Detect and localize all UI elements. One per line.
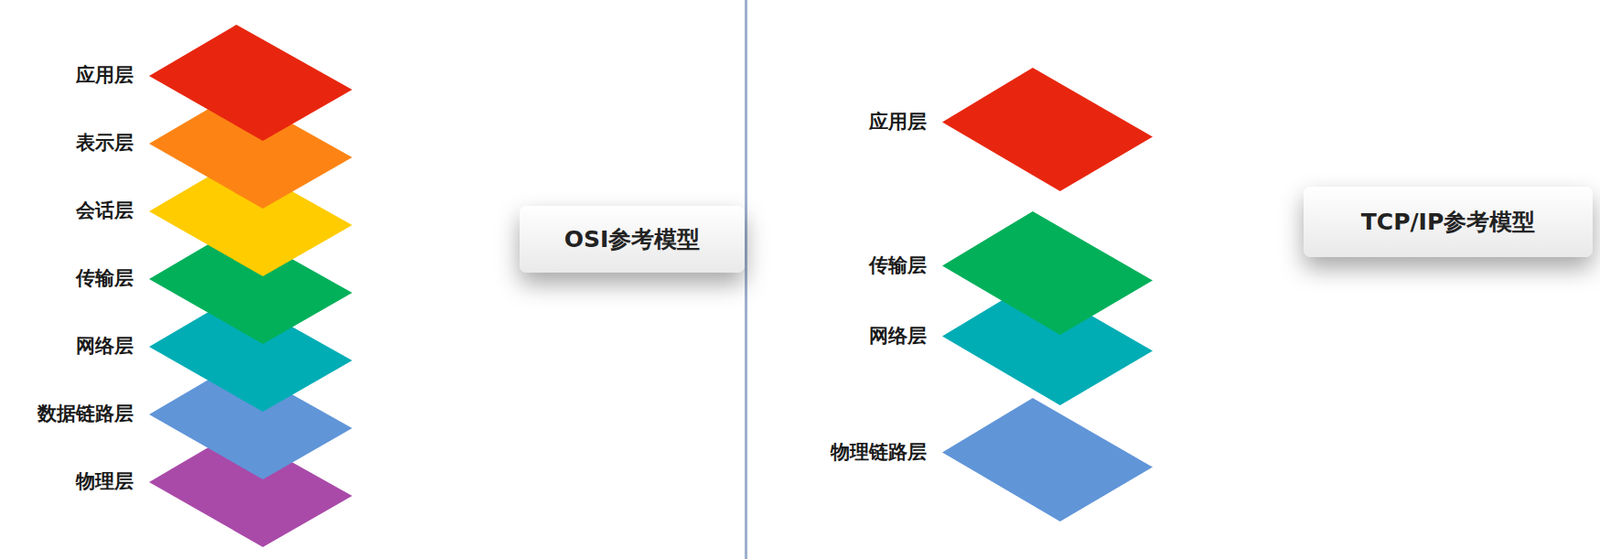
diamond-shape	[149, 295, 353, 412]
layer-label: 传输层	[869, 254, 927, 278]
layer-diamond	[149, 24, 353, 141]
badge-text: TCP/IP参考模型	[1361, 208, 1536, 237]
diamond-shape	[942, 397, 1153, 522]
diamond-shape	[149, 430, 353, 548]
model-badge: TCP/IP参考模型	[1303, 186, 1593, 258]
diamond-shape	[942, 67, 1153, 192]
badge-text: OSI参考模型	[564, 225, 701, 254]
diamond-shape	[942, 211, 1153, 335]
layer-diamond	[942, 211, 1153, 335]
layer-label: 传输层	[75, 267, 134, 290]
layer-diamond	[942, 397, 1153, 522]
layer-label: 会话层	[75, 199, 134, 223]
diamond-shape	[942, 281, 1153, 406]
layer-plane: 传输层	[942, 211, 1153, 335]
diamond-shape	[149, 92, 353, 209]
diamond-shape	[149, 160, 353, 277]
layer-label: 物理层	[75, 470, 134, 494]
diamond-shape	[149, 363, 353, 480]
layer-label: 物理链路层	[830, 440, 927, 464]
layer-label: 数据链路层	[37, 402, 134, 426]
layer-label: 网络层	[75, 334, 134, 358]
diamond-shape	[149, 227, 353, 344]
divider-line	[744, 0, 748, 559]
model-badge: OSI参考模型	[519, 205, 745, 273]
layer-diamond	[942, 67, 1153, 192]
layer-label: 应用层	[75, 64, 134, 87]
layer-plane: 应用层	[149, 24, 353, 141]
layer-plane: 物理链路层	[942, 397, 1153, 522]
layer-plane: 应用层	[942, 67, 1153, 192]
diamond-shape	[149, 24, 353, 141]
layer-label: 网络层	[869, 324, 927, 348]
layer-label: 应用层	[869, 110, 927, 134]
layer-label: 表示层	[75, 131, 134, 155]
